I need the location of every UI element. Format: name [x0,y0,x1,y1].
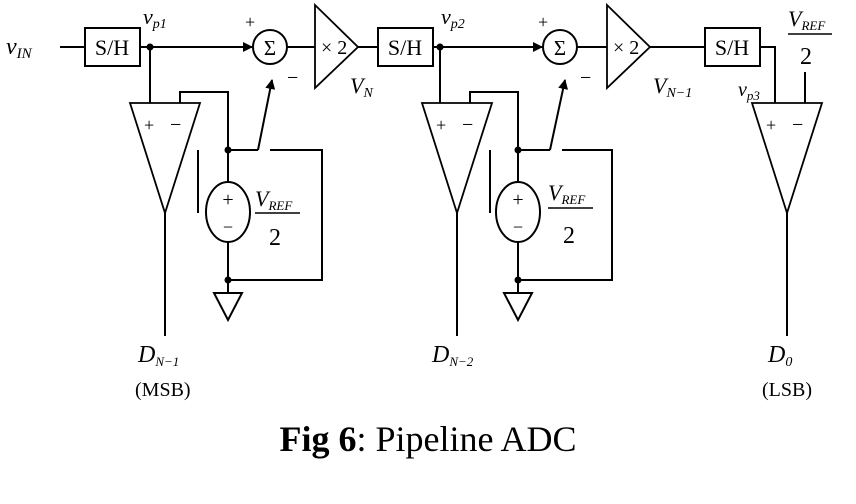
lsb-label: (LSB) [762,379,812,401]
figure-caption-text: : Pipeline ADC [356,419,577,459]
ref-source-1-plus: + [222,189,233,211]
d0-label: D0 [767,342,792,370]
wire-switch2-b [518,149,613,281]
gain-2-label: × 2 [613,37,639,59]
comp2-minus: − [462,114,473,136]
sum-2-minus: − [580,67,591,89]
ground-1 [212,292,244,323]
wire-comp2-ref [469,91,519,265]
dn1-label: DN−1 [137,342,179,369]
figure-caption: Fig 6: Pipeline ADC [0,418,856,460]
switch-1-arm [257,79,276,151]
vref-1-label: VREF [255,186,293,213]
vref-3-denominator: 2 [800,44,812,70]
ref-source-2-minus: − [513,217,523,237]
vp1-label: vp1 [143,4,167,32]
summer-1-sigma: Σ [264,36,276,60]
sample-hold-2-label: S/H [388,35,422,60]
sum-1-minus: − [287,67,298,89]
ref-source-2-plus: + [512,189,523,211]
ref-source-1-minus: − [223,217,233,237]
dn2-label: DN−2 [431,342,474,369]
comparator-3 [750,102,824,216]
node-ref1-bottom [224,276,232,284]
vn-label: VN [350,73,373,101]
vref-3-label: VREF [788,6,826,33]
wire-comp1-ref [179,91,229,265]
comp3-minus: − [792,114,803,136]
ground-2 [502,292,534,323]
vref-1-denominator: 2 [269,225,281,251]
gain-1-label: × 2 [321,37,347,59]
sample-hold-1 [84,27,141,67]
vin-label: vIN [6,34,33,62]
msb-label: (MSB) [135,379,191,401]
wire-vp3 [760,46,776,103]
node-ref2-top [514,146,522,154]
vref-2-label: VREF [548,180,586,207]
sum-1-plus: + [245,12,255,32]
vp2-label: vp2 [441,4,465,32]
vn1-label: VN−1 [653,73,692,101]
comp3-plus: + [766,115,776,135]
sample-hold-3 [704,27,761,67]
sample-hold-3-label: S/H [715,35,749,60]
summer-2-sigma: Σ [554,36,566,60]
figure-caption-number: Fig 6 [279,419,357,459]
comp1-minus: − [170,114,181,136]
node-ref2-bottom [514,276,522,284]
comp1-plus: + [144,115,154,135]
gain-amp-1 [314,2,360,91]
vp3-label: vp3 [738,79,760,103]
node-ref1-top [224,146,232,154]
vref-2-denominator: 2 [563,223,575,249]
comparator-2 [420,102,494,216]
comparator-1 [128,102,202,216]
gain-amp-2 [606,2,652,91]
comp2-plus: + [436,115,446,135]
sum-2-plus: + [538,12,548,32]
switch-2-arm [549,79,569,151]
wire-switch1-b [228,149,323,281]
sample-hold-1-label: S/H [95,35,129,60]
